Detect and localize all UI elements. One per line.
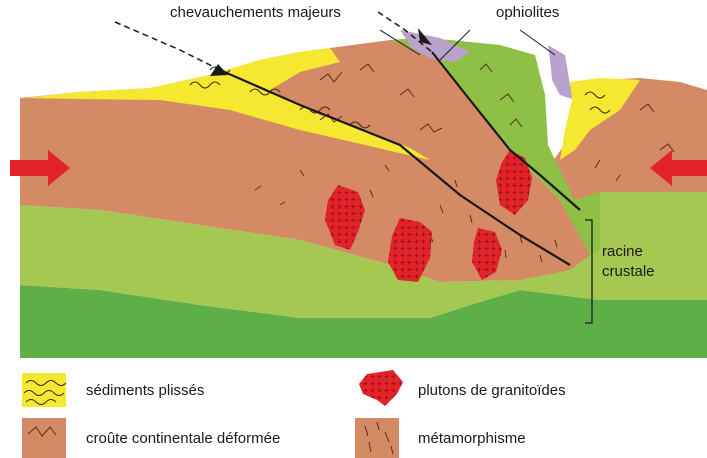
arrowhead-left-fault — [210, 64, 228, 76]
label-chevauchements: chevauchements majeurs — [170, 4, 341, 22]
label-ophiolites: ophiolites — [496, 4, 559, 22]
legend-swatch-croute — [22, 418, 66, 458]
legend-label-metamorphisme: métamorphisme — [418, 430, 526, 447]
legend-label-sediments: sédiments plissés — [86, 382, 204, 399]
label-racine: racine — [602, 243, 643, 261]
legend-label-plutons: plutons de granitoïdes — [418, 382, 566, 399]
legend-swatch-sediments — [22, 373, 66, 407]
legend-swatch-plutons — [359, 370, 403, 406]
label-crustale: crustale — [602, 263, 655, 281]
legend-label-croute: croûte continentale déformée — [86, 430, 280, 447]
legend-swatch-metamorphisme — [355, 418, 399, 458]
